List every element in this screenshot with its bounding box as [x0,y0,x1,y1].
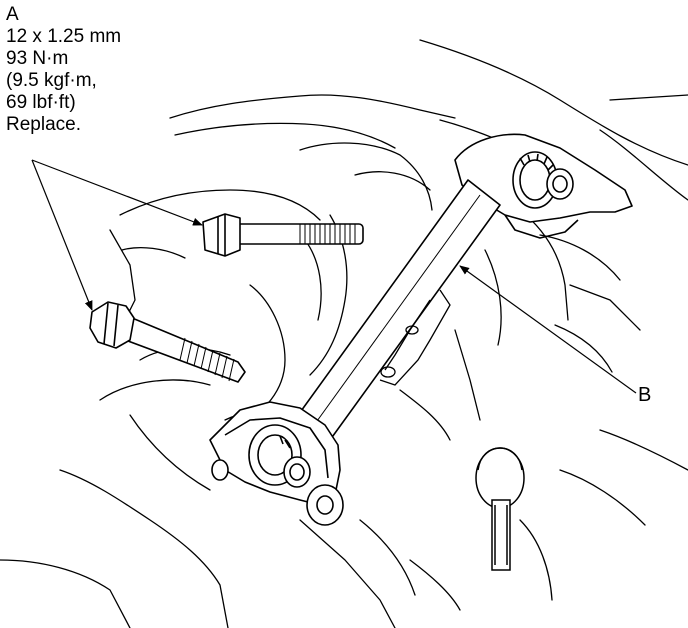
callout-a: A 12 x 1.25 mm 93 N·m (9.5 kgf·m, 69 lbf… [6,4,121,136]
upper-bushing [512,151,574,209]
mid-bracket [379,289,451,386]
callout-a-torque-lbfft: 69 lbf·ft) [6,92,76,113]
leader-lines [31,159,637,394]
callout-a-torque-nm: 93 N·m [6,48,69,69]
callout-a-note: Replace. [6,114,81,135]
background-chassis [0,39,688,628]
compensator-arm [295,179,501,441]
lower-bracket [209,401,344,526]
ball-joint [475,447,525,571]
callout-a-size: 12 x 1.25 mm [6,26,122,47]
label-b: B [638,384,652,406]
upper-bolt [202,213,364,257]
callout-a-letter: A [6,4,19,25]
lower-bolt [89,301,246,383]
callout-a-torque-kgfm: (9.5 kgf·m, [6,70,97,91]
